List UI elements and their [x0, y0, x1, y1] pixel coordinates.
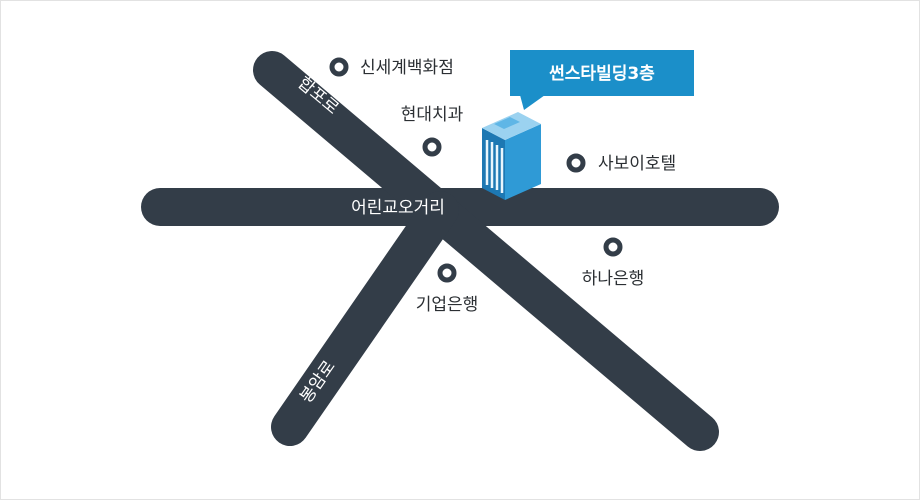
destination-label: 썬스타빌딩3층	[549, 64, 655, 84]
poi-marker-icon	[329, 57, 349, 77]
poi-hyundai: 현대치과	[401, 105, 464, 157]
poi-label: 신세계백화점	[360, 58, 454, 78]
callout-pointer	[520, 95, 545, 110]
callout-box	[510, 50, 694, 96]
poi-ibk: 기업은행	[416, 263, 479, 315]
poi-savoy: 사보이호텔	[566, 153, 676, 174]
building-icon	[482, 112, 541, 200]
poi-marker-icon	[603, 237, 623, 257]
poi-hana: 하나은행	[582, 237, 645, 289]
poi-label: 하나은행	[582, 269, 645, 289]
destination-callout: 썬스타빌딩3층	[510, 50, 694, 110]
poi-marker-icon	[437, 263, 457, 283]
road-diagonal-lower	[271, 191, 459, 446]
roads	[141, 51, 779, 451]
poi-shinsegae: 신세계백화점	[329, 57, 454, 78]
road-label-horizontal: 어린교오거리	[351, 198, 445, 218]
poi-label: 현대치과	[401, 105, 464, 125]
poi-marker-icon	[566, 153, 586, 173]
poi-label: 사보이호텔	[598, 154, 676, 174]
road-diagonal-upper	[253, 51, 719, 451]
poi-marker-icon	[422, 137, 442, 157]
poi-label: 기업은행	[416, 295, 479, 315]
